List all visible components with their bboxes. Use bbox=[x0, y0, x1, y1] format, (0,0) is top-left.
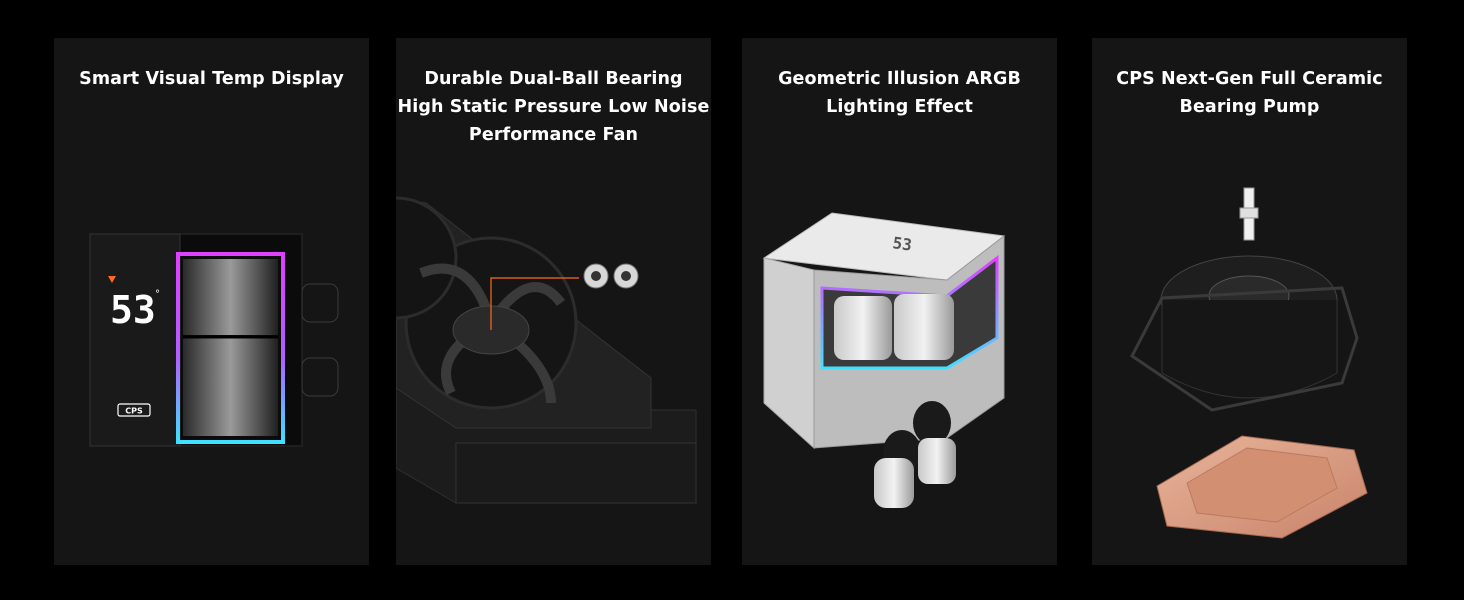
feature-title-line: Geometric Illusion ARGB bbox=[778, 69, 1021, 89]
feature-card-argb: Geometric Illusion ARGB Lighting Effect … bbox=[742, 38, 1057, 565]
feature-title: Durable Dual-Ball Bearing High Static Pr… bbox=[396, 65, 711, 149]
feature-title: Geometric Illusion ARGB Lighting Effect bbox=[742, 65, 1057, 121]
feature-title-line: Durable Dual-Ball Bearing bbox=[424, 69, 683, 89]
temperature-readout: 53 bbox=[891, 233, 913, 254]
feature-title-line: CPS Next-Gen Full Ceramic bbox=[1116, 69, 1383, 89]
temperature-readout: 53 bbox=[110, 288, 156, 332]
pump-display-illustration: 53 ° CPS bbox=[89, 233, 339, 447]
feature-title-line: Smart Visual Temp Display bbox=[79, 69, 344, 89]
feature-title-line: Performance Fan bbox=[468, 125, 639, 145]
brand-logo: CPS bbox=[125, 407, 143, 416]
feature-title: CPS Next-Gen Full Ceramic Bearing Pump bbox=[1092, 65, 1407, 121]
feature-title-line: Bearing Pump bbox=[1179, 97, 1320, 117]
temperature-unit: ° bbox=[155, 289, 160, 300]
feature-card-fan: Durable Dual-Ball Bearing High Static Pr… bbox=[396, 38, 711, 565]
pump-exploded-illustration bbox=[1130, 187, 1368, 539]
feature-card-pump: CPS Next-Gen Full Ceramic Bearing Pump bbox=[1092, 38, 1407, 565]
feature-title-line: Lighting Effect bbox=[826, 97, 973, 117]
feature-card-temp-display: Smart Visual Temp Display 53 ° CPS bbox=[54, 38, 369, 565]
fan-radiator-illustration bbox=[396, 196, 697, 504]
white-pump-illustration: 53 bbox=[762, 212, 1006, 508]
triangle-icon bbox=[108, 276, 116, 283]
feature-title: Smart Visual Temp Display bbox=[54, 65, 369, 93]
feature-title-line: High Static Pressure Low Noise bbox=[397, 97, 710, 117]
